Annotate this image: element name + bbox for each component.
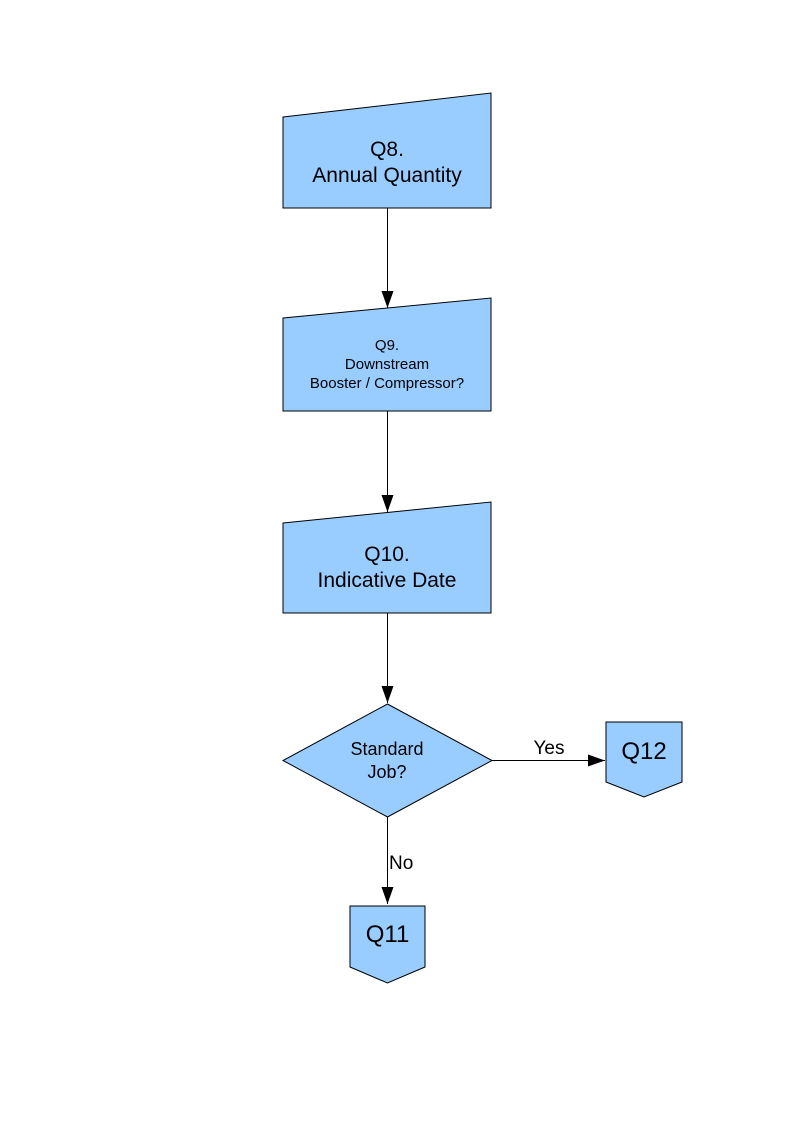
node-decision-diamond-shape bbox=[281, 703, 494, 818]
node-q9-manual-input-shape bbox=[282, 297, 492, 412]
node-q8-manual-input-shape bbox=[282, 92, 492, 209]
node-q11-offpage-connector-shape bbox=[349, 905, 426, 984]
node-q10-manual-input-shape bbox=[282, 501, 492, 614]
node-q12-offpage-connector-shape bbox=[605, 721, 683, 798]
